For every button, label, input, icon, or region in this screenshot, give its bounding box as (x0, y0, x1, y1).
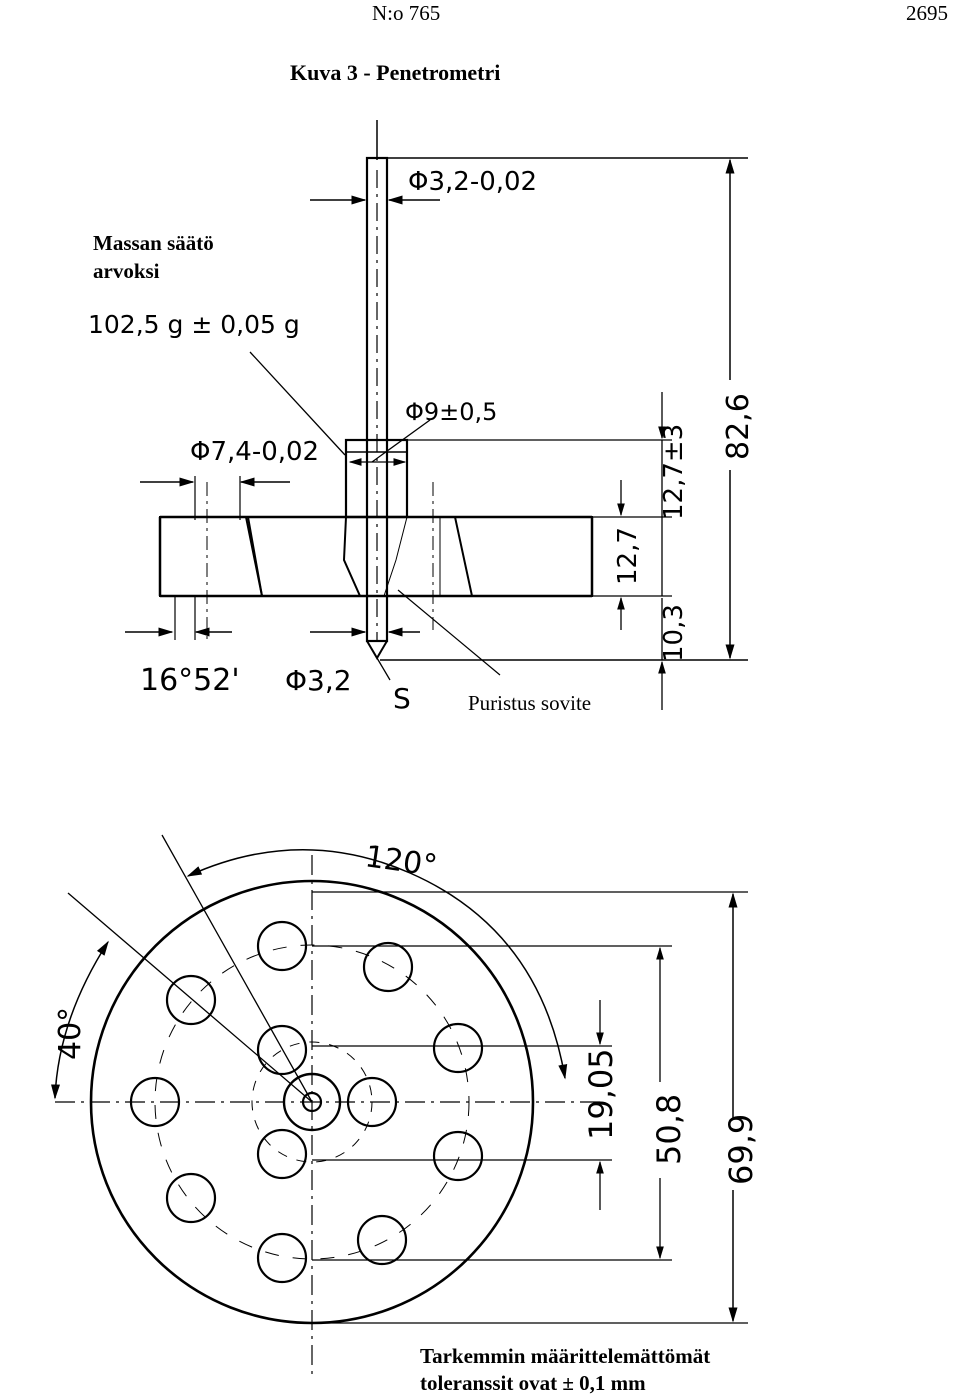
hub-hole (301, 1091, 323, 1113)
label-s: S (393, 682, 411, 715)
plate-cross-section (158, 515, 594, 598)
dim-hole-diameter: Φ7,4-0,02 (190, 437, 319, 467)
tolerance-note-line1: Tarkemmin määrittelemättömät (420, 1344, 710, 1368)
figure-title: Kuva 3 - Penetrometri (290, 60, 500, 85)
dim-angle-120: 120° (363, 839, 439, 884)
dim-69-9: 69,9 (722, 1114, 760, 1185)
side-view: 82,6 12,7±3 12,7 10,3 Φ3,2-0,02 Φ9±0,5 Φ… (88, 120, 756, 715)
top-view: 120° 40° 19,05 50,8 69,9 (51, 834, 760, 1380)
dim-50-8: 50,8 (650, 1094, 688, 1165)
dim-collar-diameter: Φ9±0,5 (405, 398, 497, 426)
needle-collar (344, 438, 409, 519)
dim-collar-offset: 12,7±3 (659, 424, 689, 520)
dim-pin-diameter: Φ3,2 (285, 664, 352, 697)
dim-tip-length: 10,3 (659, 604, 689, 662)
press-fit-label: Puristus sovite (468, 691, 591, 715)
page-number: 2695 (906, 1, 948, 25)
mass-label-line2: arvoksi (93, 259, 160, 283)
tolerance-note-line2: toleranssit ovat ± 0,1 mm (420, 1371, 646, 1395)
dim-total-height: 82,6 (721, 393, 756, 460)
dim-plate-thickness: 12,7 (613, 527, 643, 585)
dim-angle-40: 40° (53, 1007, 88, 1060)
dim-needle-diameter: Φ3,2-0,02 (408, 167, 537, 197)
dim-19-05: 19,05 (582, 1048, 620, 1140)
mass-label-line1: Massan säätö (93, 231, 214, 255)
penetrometer-needle (365, 120, 389, 660)
document-number: N:o 765 (372, 1, 440, 25)
dim-angle: 16°52' (140, 663, 240, 698)
mass-value: 102,5 g ± 0,05 g (88, 310, 300, 339)
